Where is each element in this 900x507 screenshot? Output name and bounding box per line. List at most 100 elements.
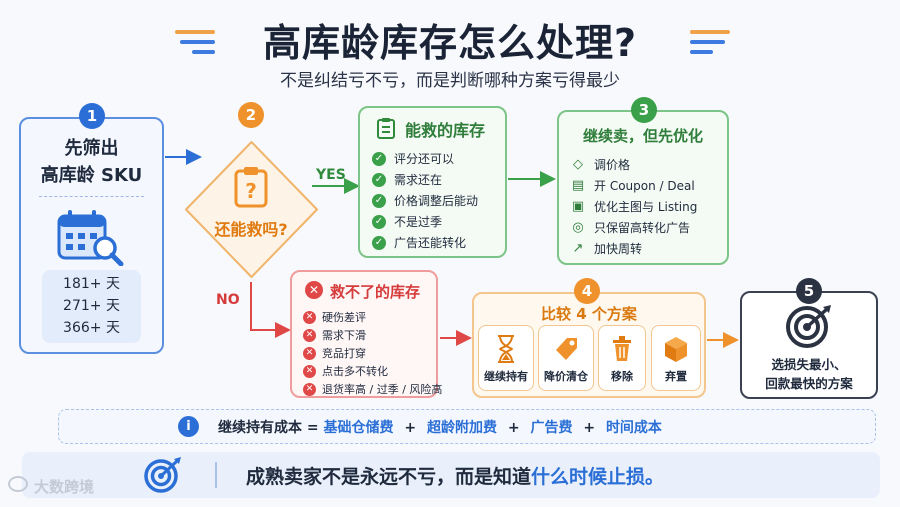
savable-list: ✓评分还可以 ✓需求还在 ✓价格调整后能动 ✓不是过季 ✓广告还能转化 [372,148,478,253]
title-decoration-left [180,40,215,44]
list-item: ▣优化主图与 Listing [571,199,698,214]
option-label: 降价清仓 [544,370,588,383]
arrow-no [250,282,291,338]
watermark: 大数跨境 [34,478,95,496]
no-label: NO [216,292,240,308]
step5-text: 选损失最小、 回款最快的方案 [740,355,878,393]
info-icon: i [178,416,199,437]
option-clearance: 降价清仓 [538,325,594,391]
page-subtitle: 不是纠结亏不亏，而是判断哪种方案亏得最少 [280,71,620,91]
list-item: ✓不是过季 [372,211,478,232]
formula-term: 超龄附加费 [426,420,497,436]
target-icon: ◎ [572,220,584,235]
unsavable-title: 救不了的库存 [330,283,421,301]
title-decoration-left [175,30,215,34]
image-icon: ▣ [571,199,585,214]
option-label: 弃置 [665,370,687,383]
formula-plus: + [583,420,596,436]
hourglass-icon [498,335,514,363]
x-icon: ✕ [303,310,316,324]
step5-line2: 回款最快的方案 [765,376,853,391]
title-decoration-left [192,50,215,54]
clipboard-question-icon: ? [234,167,268,208]
yes-label: YES [316,167,346,183]
title-decoration-right [690,50,713,54]
step1-title-line1: 先筛出 [64,138,119,159]
formula-plus: + [507,420,520,436]
step3-list: ◇调价格 ▤开 Coupon / Deal ▣优化主图与 Listing ◎只保… [570,154,698,259]
formula-term: 时间成本 [605,420,662,436]
list-item: ✕竞品打穿 [303,344,442,362]
trash-icon [613,336,631,361]
checklist-icon [377,118,395,139]
page-title: 高库龄库存怎么处理? [262,21,638,65]
step5-badge: 5 [796,278,822,304]
list-item: ↗加快周转 [570,238,697,259]
option-label: 继续持有 [484,370,528,383]
list-item: ✕退货率高 / 过季 / 风险高 [303,380,442,398]
option-label: 移除 [611,370,633,383]
footer-text-main: 成熟卖家不是永远不亏，而是知道 [246,466,532,488]
footer-divider [215,462,217,488]
age-item: 271+ 天 [63,298,120,314]
footer-text: 成熟卖家不是永远不亏，而是知道什么时候止损。 [246,462,664,489]
check-icon: ✓ [372,235,386,250]
coupon-icon: ▤ [571,178,585,193]
step3-badge: 3 [631,97,657,123]
list-item: ✓评分还可以 [372,148,478,169]
option-dispose: 弃置 [651,325,701,391]
title-decoration-right [690,30,730,34]
holding-cost-bar [58,409,876,444]
svg-text:?: ? [245,179,257,203]
x-icon: ✕ [303,382,316,396]
holding-cost-formula: 继续持有成本 = 基础仓储费 + 超龄附加费 + 广告费 + 时间成本 [218,417,662,437]
x-icon: ✕ [303,346,316,360]
target-arrow-icon [144,457,181,493]
list-item: ◎只保留高转化广告 [570,217,697,238]
check-icon: ✓ [372,214,386,229]
age-list: 181+ 天 271+ 天 366+ 天 [42,270,141,343]
list-item: ✕点击多不转化 [303,362,442,380]
list-item: ◇调价格 [570,154,697,175]
title-decoration-right [690,40,725,44]
option-remove: 移除 [598,325,646,391]
age-item: 366+ 天 [63,320,120,336]
decision-diamond [185,141,318,278]
step1-divider [39,196,144,197]
formula-prefix: 继续持有成本 = [218,420,324,436]
watermark-logo-icon [8,476,28,492]
age-item: 181+ 天 [63,276,120,292]
formula-term: 广告费 [530,420,573,436]
x-icon: ✕ [303,328,316,342]
step3-card [557,110,729,265]
step1-title: 先筛出 高库龄 SKU [19,135,164,189]
list-item: ✓价格调整后能动 [372,190,478,211]
check-icon: ✓ [372,193,386,208]
unsavable-list: ✕硬伤差评 ✕需求下滑 ✕竞品打穿 ✕点击多不转化 ✕退货率高 / 过季 / 风… [303,308,442,398]
box-icon [665,337,687,362]
decision-question: 还能救吗? [214,220,288,239]
target-arrow-icon [786,305,831,348]
list-item: ✓广告还能转化 [372,232,478,253]
check-icon: ✓ [372,172,386,187]
step1-badge: 1 [79,103,105,129]
step4-title: 比较 4 个方案 [541,305,637,323]
step4-badge: 4 [574,278,600,304]
formula-term: 基础仓储费 [323,420,394,436]
check-icon: ✓ [372,151,386,166]
step1-title-line2: 高库龄 SKU [40,165,143,186]
x-circle-icon: ✕ [305,281,323,299]
calendar-search-icon [57,210,124,266]
price-tag-icon [556,338,577,360]
trend-up-icon: ↗ [572,241,584,256]
price-tag-icon: ◇ [573,157,583,172]
list-item: ✓需求还在 [372,169,478,190]
step2-badge: 2 [238,102,264,128]
list-item: ▤开 Coupon / Deal [571,178,695,193]
x-icon: ✕ [303,364,316,378]
formula-plus: + [404,420,417,436]
list-item: ✕需求下滑 [303,326,442,344]
savable-title: 能救的库存 [405,121,486,140]
step5-line1: 选损失最小、 [771,357,847,372]
